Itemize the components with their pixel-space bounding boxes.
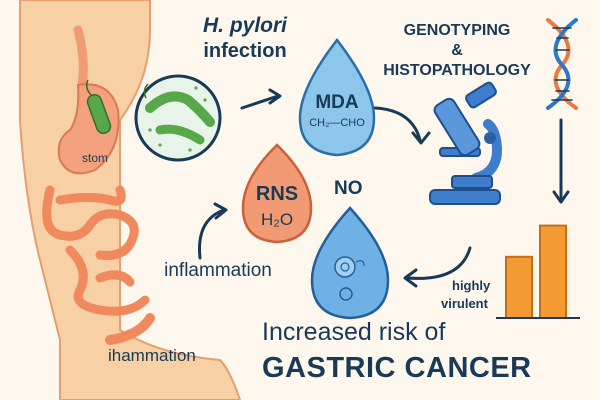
inflammation-label: inflammation (164, 260, 272, 281)
virulence-bar (539, 224, 567, 320)
pathogen-name: H. pylori (202, 14, 287, 37)
flow-arrows (198, 88, 570, 288)
infection-label: infection (203, 40, 287, 62)
no-drop (310, 206, 390, 320)
virulence-bar-chart (496, 224, 580, 320)
magnified-bacteria (134, 74, 222, 162)
dna-icon (546, 18, 578, 110)
rns-formula: H₂O (260, 210, 294, 229)
ampersand-label: & (451, 42, 463, 59)
mda-drop (298, 37, 376, 157)
footer-line2: GASTRIC CANCER (262, 352, 532, 384)
rns-title: RNS (255, 183, 299, 205)
footer-line1: Increased risk of (262, 318, 446, 346)
no-label: NO (334, 178, 363, 199)
arrow-to-no-drop (406, 246, 472, 280)
inflammation-lower-label: ihammation (108, 346, 196, 365)
rns-drop (241, 143, 313, 244)
arrow-to-mda (240, 94, 280, 110)
histopathology-label: HISTOPATHOLOGY (383, 62, 531, 79)
virulent-label: virulent (441, 296, 488, 311)
mda-title: MDA (315, 92, 359, 113)
intestines (42, 185, 155, 345)
virulence-bar (505, 255, 533, 319)
microscope-icon (429, 81, 503, 205)
bacterium-small (85, 79, 112, 134)
genotyping-label: GENOTYPING (403, 22, 511, 39)
mda-formula: CH₂—CHO (309, 117, 365, 129)
arrow-to-microscope (373, 106, 422, 142)
stomach-label: stom (82, 151, 109, 165)
highly-label: highly (452, 278, 491, 293)
arrow-from-inflammation (198, 208, 226, 260)
